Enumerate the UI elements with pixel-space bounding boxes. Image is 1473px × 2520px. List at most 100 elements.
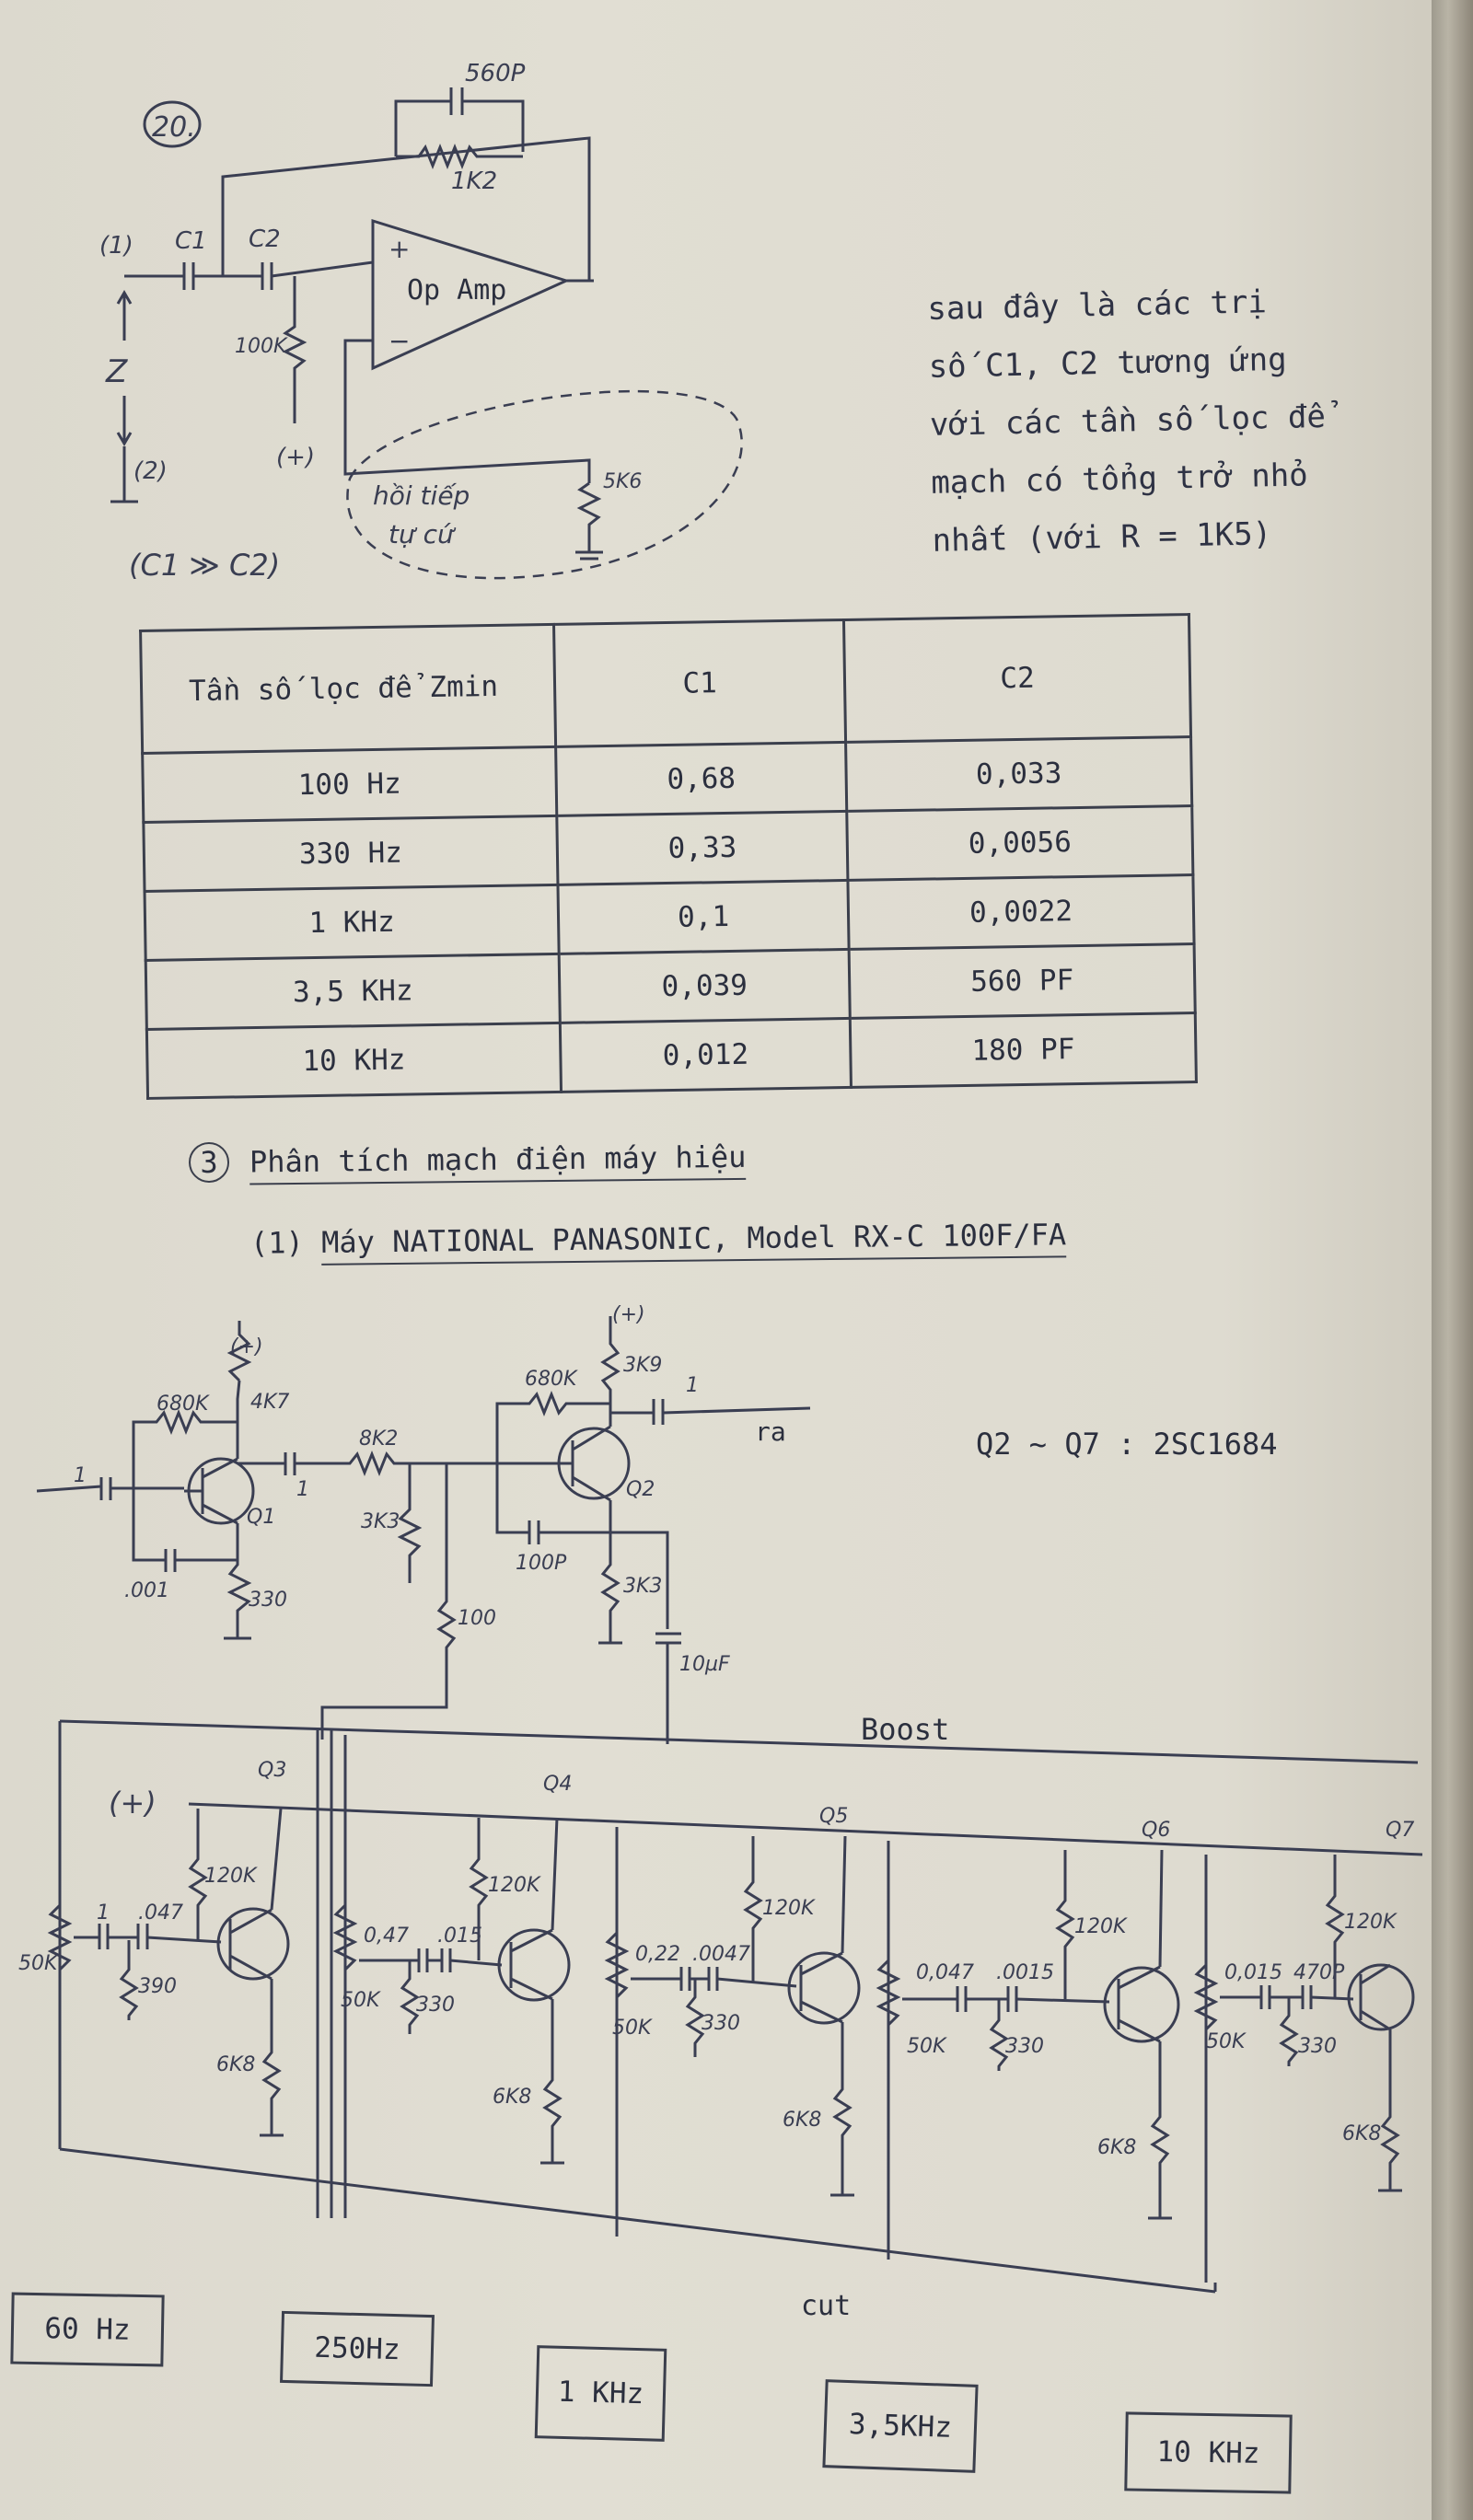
output-label: ra (755, 1416, 786, 1447)
cell-c1: 0,039 (559, 949, 851, 1023)
eq-stage-4-r-c-label: 6K8 (1097, 2136, 1136, 2159)
freq-box-10khz: 10 KHz (1124, 2411, 1293, 2494)
z-label: Z (105, 353, 128, 390)
eq-stage-4-q-label: Q6 (1142, 1819, 1170, 1842)
eq-stage-3-r-b-label: 120K (762, 1897, 816, 1920)
eq-stage-4-pot-label: 50K (907, 2035, 947, 2058)
freq-box-60hz: 60 Hz (10, 2292, 165, 2367)
cell-frequency: 330 Hz (143, 815, 558, 892)
eq-plus-label: (+) (109, 1786, 157, 1821)
freq-box-1khz: 1 KHz (534, 2345, 667, 2442)
condition-label: (C1 ≫ C2) (129, 548, 280, 583)
r100-label: 100 (458, 1607, 496, 1630)
freq-box-3-5khz: 3,5KHz (822, 2379, 979, 2473)
node1-label: (1) (99, 232, 133, 260)
cap1-a-label: 1 (296, 1478, 309, 1501)
c001-label: .001 (124, 1579, 169, 1602)
amp-plus-2: (+) (612, 1303, 645, 1326)
eq-stage-3-q-label: Q5 (819, 1805, 848, 1828)
eq-stage-1-r-b-label: 120K (204, 1865, 258, 1888)
eq-stage-3-pot-label: 50K (612, 2017, 653, 2040)
subheading-prefix: (1) (249, 1225, 305, 1261)
filter-values-table: Tần số lọc để Zmin C1 C2 100 Hz 0,68 0,0… (139, 613, 1198, 1100)
cell-c2: 560 PF (849, 943, 1196, 1019)
eq-stage-1-pot-label: 50K (18, 1952, 59, 1975)
feedback-note-1: hồi tiếp (373, 480, 470, 511)
res-5k6-label: 5K6 (603, 470, 642, 493)
r3k3-a-label: 3K3 (361, 1510, 400, 1533)
res-100k-label: 100K (235, 335, 288, 358)
c1-label: C1 (175, 227, 207, 255)
opamp-plus-sign: + (389, 234, 410, 264)
opamp-triangle (371, 218, 571, 371)
cell-c2: 0,0022 (848, 874, 1195, 950)
cell-frequency: 3,5 KHz (145, 954, 561, 1030)
boost-bus (59, 1719, 1419, 1764)
cut-label: cut (801, 2290, 851, 2322)
figure-number: 20. (152, 111, 196, 144)
subheading: (1) Máy NATIONAL PANASONIC, Model RX-C 1… (249, 1217, 1067, 1266)
eq-stage-2-r-e-label: 330 (416, 1994, 455, 2017)
subheading-text: Máy NATIONAL PANASONIC, Model RX-C 100F/… (320, 1217, 1067, 1266)
book-spine-edge (1432, 0, 1473, 2520)
eq-stage-5-pot-label: 50K (1206, 2030, 1247, 2053)
cell-frequency: 100 Hz (142, 746, 557, 823)
eq-stage-5-c-b-label: 470P (1293, 1961, 1345, 1984)
table-header-row: Tần số lọc để Zmin C1 C2 (140, 614, 1191, 754)
eq-stage-1-r-e-label: 390 (138, 1975, 177, 1998)
eq-stage-2-r-c-label: 6K8 (493, 2086, 531, 2109)
eq-stage-4-c-a-label: 0,047 (916, 1961, 974, 1984)
eq-stage-5-r-e-label: 330 (1298, 2035, 1337, 2058)
feedback-note-outline (346, 389, 743, 580)
cut-bus (59, 2147, 1216, 2294)
side-note-line: mạch có tổng trở nhỏ (930, 457, 1309, 502)
header-frequency: Tần số lọc để Zmin (140, 624, 556, 754)
eq-stage-2-q-label: Q4 (543, 1773, 572, 1796)
eq-stage-1-c-a-label: 1 (97, 1902, 110, 1925)
eq-stage-3-r-c-label: 6K8 (783, 2109, 821, 2132)
eq-stage-5-q-label: Q7 (1386, 1819, 1414, 1842)
c100p-label: 100P (516, 1552, 567, 1575)
q2-label: Q2 (626, 1478, 655, 1501)
side-note-line: nhất (với R = 1K5) (932, 515, 1272, 560)
cap1-b-label: 1 (686, 1374, 699, 1397)
eq-stage-5-c-a-label: 0,015 (1224, 1961, 1282, 1984)
r4k7-label: 4K7 (250, 1391, 289, 1414)
eq-stage-2-c-a-label: 0,47 (364, 1925, 409, 1948)
r680k-a-label: 680K (157, 1393, 210, 1416)
header-c1: C1 (553, 619, 846, 747)
feedback-resistor (396, 143, 523, 170)
eq-stage-3-c-a-label: 0,22 (635, 1943, 680, 1966)
cell-c1: 0,1 (557, 880, 850, 954)
cell-c1: 0,012 (560, 1018, 852, 1092)
r8k2-label: 8K2 (359, 1428, 398, 1451)
eq-stage-5-r-c-label: 6K8 (1342, 2122, 1381, 2145)
q1-label: Q1 (247, 1506, 275, 1529)
c10uf-label: 10µF (679, 1653, 730, 1676)
side-note-line: với các tần số lọc để (929, 398, 1327, 444)
feedback-note-2: tự cứ (389, 519, 457, 549)
feedback-res-label: 1K2 (451, 168, 497, 195)
freq-box-250hz: 250Hz (280, 2310, 435, 2387)
boost-label: Boost (861, 1712, 949, 1747)
supply-label: (+) (276, 444, 315, 471)
eq-stage-5-r-b-label: 120K (1344, 1911, 1398, 1934)
eq-stage-1-q-label: Q3 (258, 1759, 286, 1782)
cell-c2: 0,0056 (846, 805, 1193, 881)
section-title: Phân tích mạch điện máy hiệu (249, 1139, 747, 1185)
eq-stage-2-c-b-label: .015 (437, 1925, 482, 1948)
amp-plus-1: (+) (230, 1335, 263, 1358)
opamp-minus-sign: − (389, 326, 410, 356)
feedback-cap-label: 560P (465, 60, 526, 87)
header-c2: C2 (843, 614, 1191, 743)
eq-stage-2-pot-label: 50K (341, 1989, 381, 2012)
transistor-note: Q2 ~ Q7 : 2SC1684 (976, 1427, 1278, 1462)
r330-a-label: 330 (249, 1589, 287, 1612)
eq-stage-4-c-b-label: .0015 (996, 1961, 1054, 1984)
cell-frequency: 1 KHz (145, 884, 560, 961)
supply-rail (188, 1802, 1423, 1856)
cell-frequency: 10 KHz (146, 1023, 562, 1099)
opamp-label: Op Amp (407, 274, 506, 306)
